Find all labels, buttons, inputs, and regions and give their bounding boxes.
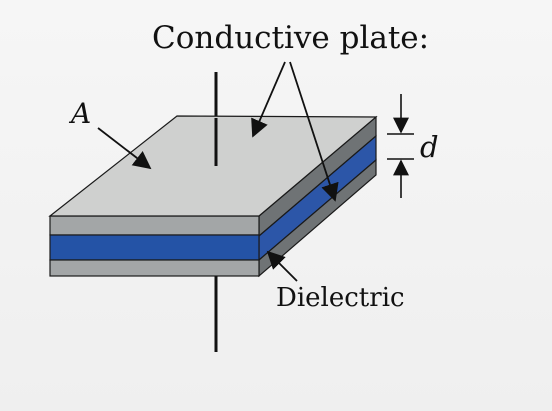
top-plate-front [49,215,260,236]
distance-label: d [420,130,439,164]
conductive-plate-arrow-bottom [289,61,339,202]
dielectric-front [49,234,260,261]
area-label: A [68,97,91,130]
top-plate-surface [48,115,378,217]
bottom-plate-front [49,259,260,277]
conductive-plates-label: Conductive plate: [152,20,429,56]
area-arrow [97,127,152,170]
conductive-plate-arrow-top [251,61,286,138]
dielectric-label: Dielectric [276,283,405,313]
dielectric-arrow [266,250,298,282]
